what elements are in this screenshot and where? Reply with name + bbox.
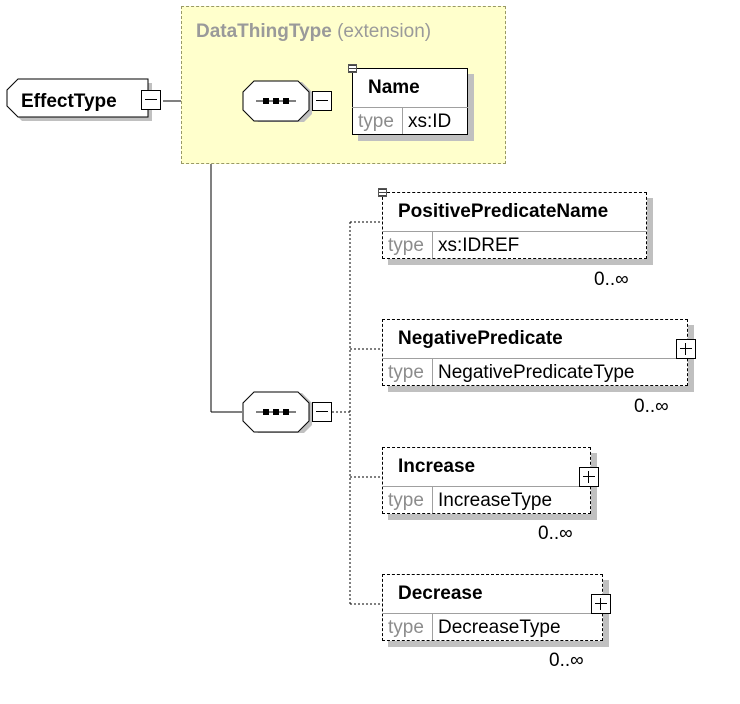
element-decrease[interactable]: Decrease type DecreaseType: [382, 574, 611, 647]
element-type: IncreaseType: [438, 490, 553, 511]
type-caption: type: [388, 490, 424, 511]
element-positive-predicate-name[interactable]: PositivePredicateName type xs:IDREF: [378, 188, 653, 265]
sequence-compositor-1[interactable]: [242, 80, 312, 122]
element-increase[interactable]: Increase type IncreaseType: [382, 447, 599, 520]
collapse-icon[interactable]: [312, 91, 332, 111]
extension-base-type: DataThingType: [196, 21, 332, 42]
element-type: xs:ID: [408, 111, 452, 132]
documentation-icon: [348, 64, 357, 73]
expand-icon[interactable]: [579, 467, 599, 487]
type-caption: type: [388, 362, 424, 383]
expand-icon[interactable]: [591, 594, 611, 614]
element-negative-predicate[interactable]: NegativePredicate type NegativePredicate…: [382, 319, 696, 392]
expand-icon[interactable]: [676, 339, 696, 359]
collapse-icon[interactable]: [312, 402, 332, 422]
cardinality-label: 0..∞: [538, 523, 573, 544]
extension-modifier: (extension): [337, 21, 432, 42]
root-node-face: [6, 78, 149, 118]
extension-title: DataThingType (extension): [196, 21, 431, 43]
sequence-compositor-2[interactable]: [242, 391, 312, 433]
element-name-label: NegativePredicate: [398, 328, 563, 349]
collapse-icon[interactable]: [141, 90, 161, 110]
sequence-icon: [242, 80, 312, 122]
element-name-label: PositivePredicateName: [398, 201, 609, 222]
element-name-label: Increase: [398, 456, 476, 477]
type-caption: type: [358, 111, 394, 132]
element-type: DecreaseType: [438, 617, 561, 638]
type-caption: type: [388, 617, 424, 638]
element-type: NegativePredicateType: [438, 362, 635, 383]
element-name-label: Name: [368, 77, 420, 98]
root-type-node[interactable]: EffectType: [6, 78, 161, 122]
cardinality-label: 0..∞: [594, 269, 629, 290]
cardinality-label: 0..∞: [549, 650, 584, 671]
documentation-icon: [378, 188, 387, 197]
element-name[interactable]: Name type xs:ID: [348, 64, 474, 141]
cardinality-label: 0..∞: [634, 396, 669, 417]
sequence-icon: [242, 391, 312, 433]
type-caption: type: [388, 235, 424, 256]
root-type-name: EffectType: [21, 91, 117, 112]
element-name-label: Decrease: [398, 583, 483, 604]
element-type: xs:IDREF: [438, 235, 520, 256]
